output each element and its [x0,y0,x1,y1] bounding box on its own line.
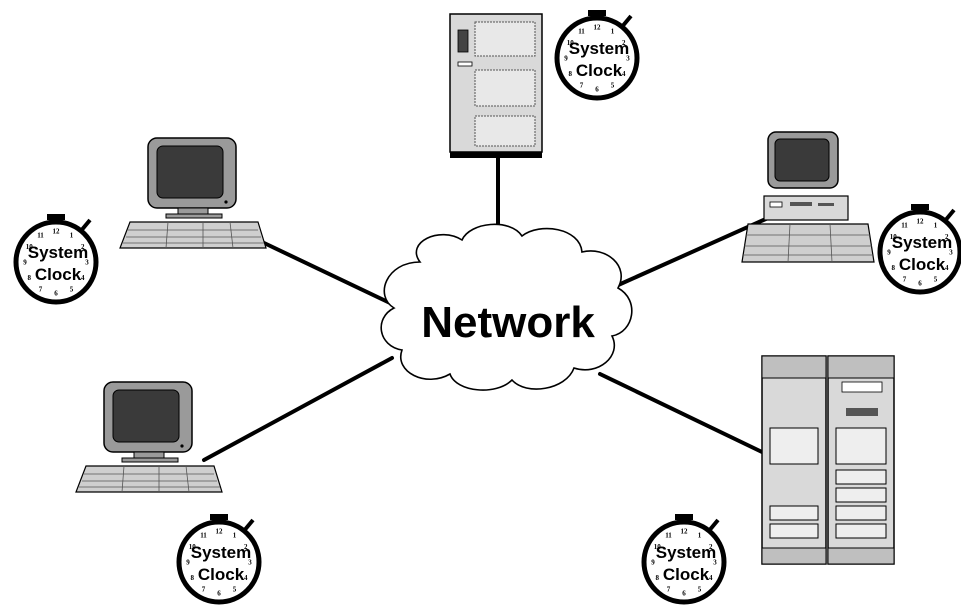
link-left-upper [260,240,392,305]
clock-numeral: 11 [901,222,908,230]
clock-numeral: 2 [709,543,713,551]
clock-numeral: 5 [70,285,74,293]
clock-numeral: 9 [23,259,27,267]
clock-numeral: 8 [655,574,659,582]
clock-numeral: 9 [887,249,891,257]
clock-numeral: 2 [81,243,85,251]
clock-numeral: 12 [917,218,925,226]
link-right-upper [614,216,770,288]
clock-numeral: 1 [934,222,938,230]
desktop-computer-right-upper [741,131,875,263]
clock-label-line1: System [191,543,251,562]
clock-label-line2: Clock [576,61,623,80]
clock-numeral: 10 [890,233,898,241]
clock-numeral: 9 [186,559,190,567]
desktop-computer-left-upper [119,137,267,249]
clock-numeral: 4 [709,574,713,582]
clock-numeral: 7 [39,285,43,293]
clock-numeral: 12 [53,228,61,236]
clock-numeral: 5 [233,585,237,593]
clock-numeral: 2 [244,543,248,551]
clock-numeral: 5 [698,585,702,593]
clock-label-line2: Clock [35,265,82,284]
link-right-lower [598,372,764,454]
desktop-computer-left-lower [75,381,223,493]
clock-numeral: 12 [681,528,689,536]
clock-numeral: 5 [611,81,615,89]
clock-label-line2: Clock [663,565,710,584]
clock-numeral: 6 [595,86,599,94]
server-tower-top [449,13,543,158]
clock-numeral: 6 [54,290,58,298]
clock-numeral: 8 [891,264,895,272]
clock-numeral: 11 [578,28,585,36]
clock-label-line2: Clock [899,255,946,274]
clock-numeral: 3 [626,55,630,63]
clock-numeral: 8 [568,70,572,78]
clock-numeral: 2 [945,233,949,241]
clock-numeral: 9 [651,559,655,567]
clock-numeral: 3 [713,559,717,567]
clock-numeral: 5 [934,275,938,283]
clock-numeral: 4 [945,264,949,272]
clock-numeral: 12 [594,24,602,32]
clock-label-line1: System [656,543,716,562]
rack-server-right-lower [761,355,895,565]
clock-numeral: 10 [567,39,575,47]
clock-numeral: 4 [81,274,85,282]
clock-numeral: 8 [190,574,194,582]
clock-numeral: 7 [580,81,584,89]
clock-numeral: 1 [70,232,74,240]
clock-numeral: 1 [611,28,615,36]
clock-numeral: 10 [26,243,34,251]
clock-numeral: 7 [202,585,206,593]
network-cloud: Network [380,223,633,391]
clock-label-line1: System [892,233,952,252]
clock-numeral: 11 [200,532,207,540]
network-label: Network [421,298,595,347]
clock-numeral: 3 [248,559,252,567]
clock-numeral: 4 [622,70,626,78]
clock-numeral: 1 [698,532,702,540]
clock-numeral: 11 [665,532,672,540]
connection-lines [202,153,770,462]
clock-numeral: 7 [667,585,671,593]
clock-numeral: 3 [85,259,89,267]
clock-numeral: 1 [233,532,237,540]
clock-numeral: 11 [37,232,44,240]
clock-numeral: 6 [918,280,922,288]
clock-numeral: 6 [217,590,221,598]
clock-numeral: 9 [564,55,568,63]
clock-numeral: 10 [654,543,662,551]
clock-numeral: 12 [216,528,224,536]
clock-numeral: 8 [27,274,31,282]
link-left-lower [202,356,394,462]
clock-numeral: 2 [622,39,626,47]
clock-label-line1: System [28,243,88,262]
clock-numeral: 3 [949,249,953,257]
clock-numeral: 6 [682,590,686,598]
clock-numeral: 10 [189,543,197,551]
clock-numeral: 4 [244,574,248,582]
clock-numeral: 7 [903,275,907,283]
clock-label-line2: Clock [198,565,245,584]
clock-label-line1: System [569,39,629,58]
